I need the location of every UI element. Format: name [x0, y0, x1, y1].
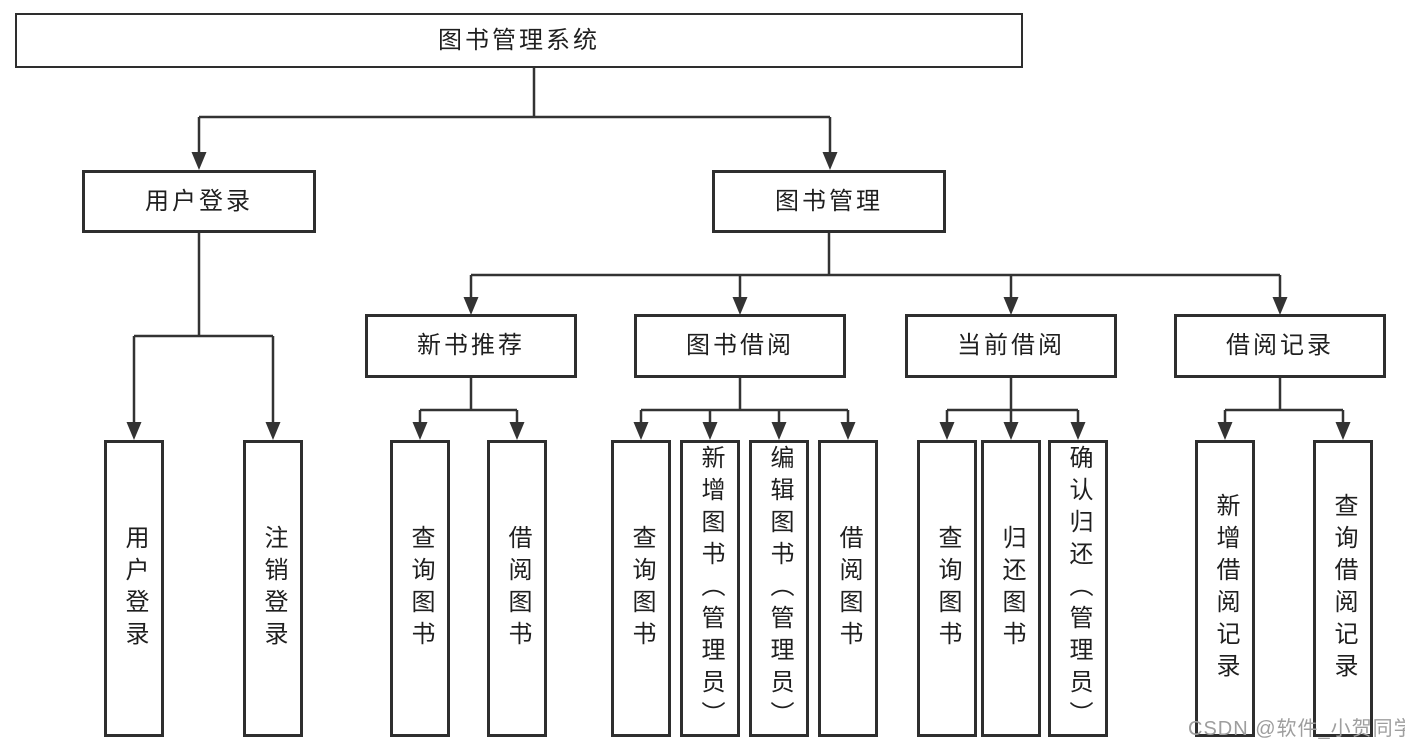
node-label: 图书借阅 [686, 332, 794, 359]
node-label: 用户登录 [121, 524, 148, 653]
leaf-add-borrow-record: 新增借阅记录 [1195, 440, 1255, 737]
node-label: 图书管理 [775, 187, 883, 215]
node-label: 归还图书 [998, 524, 1025, 653]
node-label: 确认归还（管理员） [1065, 444, 1092, 733]
leaf-return-books: 归还图书 [981, 440, 1041, 737]
leaf-query-borrow-record: 查询借阅记录 [1313, 440, 1373, 737]
node-label: 新增借阅记录 [1212, 492, 1239, 685]
leaf-add-books-admin: 新增图书（管理员） [680, 440, 740, 737]
node-new-book-recommend: 新书推荐 [365, 314, 577, 378]
leaf-query-books-borrow: 查询图书 [611, 440, 671, 737]
leaf-logout: 注销登录 [243, 440, 303, 737]
node-label: 当前借阅 [957, 332, 1065, 359]
leaf-user-login: 用户登录 [104, 440, 164, 737]
node-book-management: 图书管理 [712, 170, 946, 233]
watermark: CSDN @软件_小贺同学 [1188, 718, 1405, 740]
node-root: 图书管理系统 [15, 13, 1023, 68]
node-label: 借阅图书 [835, 524, 862, 653]
node-label: 图书管理系统 [438, 26, 600, 54]
node-label: 编辑图书（管理员） [766, 444, 793, 733]
leaf-confirm-return-admin: 确认归还（管理员） [1048, 440, 1108, 737]
leaf-borrow-books: 借阅图书 [818, 440, 878, 737]
node-borrow-records: 借阅记录 [1174, 314, 1386, 378]
leaf-edit-books-admin: 编辑图书（管理员） [749, 440, 809, 737]
node-label: 新增图书（管理员） [697, 444, 724, 733]
node-label: 新书推荐 [417, 332, 525, 359]
node-label: 查询图书 [934, 524, 961, 653]
node-label: 查询图书 [407, 524, 434, 653]
node-user-login: 用户登录 [82, 170, 316, 233]
node-label: 用户登录 [145, 187, 253, 215]
node-label: 注销登录 [260, 524, 287, 653]
node-label: 借阅图书 [504, 524, 531, 653]
node-book-borrow: 图书借阅 [634, 314, 846, 378]
node-label: 查询借阅记录 [1330, 492, 1357, 685]
leaf-query-books-recommend: 查询图书 [390, 440, 450, 737]
node-label: 借阅记录 [1226, 332, 1334, 359]
leaf-query-books-current: 查询图书 [917, 440, 977, 737]
node-current-borrow: 当前借阅 [905, 314, 1117, 378]
leaf-borrow-books-recommend: 借阅图书 [487, 440, 547, 737]
node-label: 查询图书 [628, 524, 655, 653]
